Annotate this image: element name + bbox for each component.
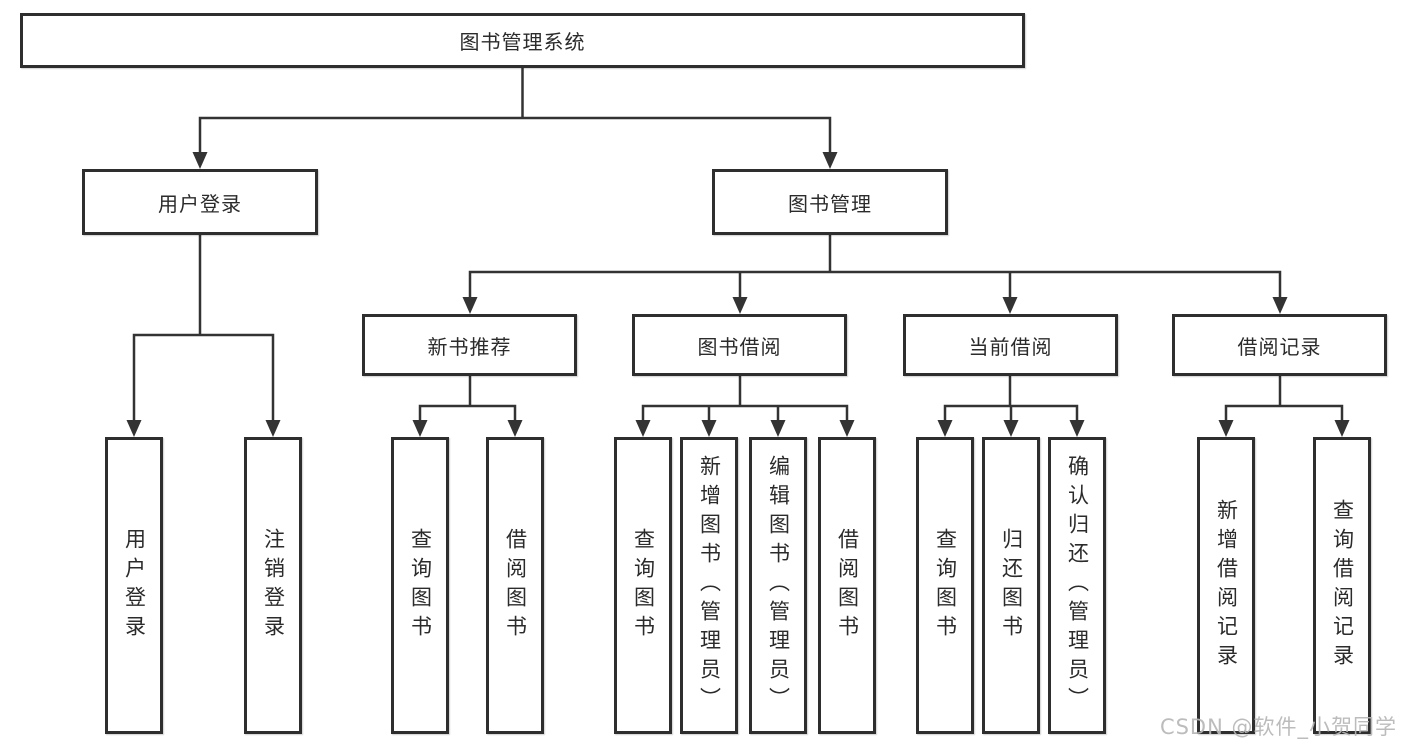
arrowhead	[1003, 420, 1019, 437]
arrowhead	[412, 420, 428, 437]
arrowhead	[1272, 297, 1288, 314]
node-user-login: 用户登录	[82, 169, 318, 235]
connector-borrowing-records-to-leaves	[1218, 376, 1350, 437]
arrowhead	[701, 420, 717, 437]
node-label: 查询图书	[631, 527, 656, 644]
arrowhead	[937, 420, 953, 437]
leaf-edit-book-admin: 编辑图书（管理员）	[749, 437, 807, 734]
connector-bar	[418, 404, 517, 422]
connector-bar	[641, 404, 849, 422]
node-label: 确认归还（管理员）	[1065, 455, 1090, 716]
arrowhead	[507, 420, 523, 437]
node-book-borrowing: 图书借阅	[632, 314, 847, 376]
arrowhead	[1218, 420, 1234, 437]
node-label: 查询图书	[933, 527, 958, 644]
node-label: 用户登录	[158, 191, 242, 216]
leaf-borrow-books-borrowing: 借阅图书	[818, 437, 876, 734]
node-new-book-recommend: 新书推荐	[362, 314, 577, 376]
leaf-add-book-admin: 新增图书（管理员）	[680, 437, 738, 734]
node-label: 编辑图书（管理员）	[766, 455, 791, 716]
arrowhead	[822, 152, 838, 169]
node-label: 借阅图书	[503, 527, 528, 644]
leaf-query-borrow-record: 查询借阅记录	[1313, 437, 1371, 734]
connector-book-borrowing-to-leaves	[635, 376, 855, 437]
arrowhead	[635, 420, 651, 437]
arrowhead	[839, 420, 855, 437]
node-label: 当前借阅	[968, 334, 1053, 359]
arrowhead	[732, 297, 748, 314]
node-label: 查询图书	[408, 527, 433, 644]
arrowhead	[192, 152, 208, 169]
connector-new-book-recommend-to-leaves	[412, 376, 523, 437]
node-label: 图书管理	[788, 191, 872, 216]
node-current-borrowing: 当前借阅	[903, 314, 1118, 376]
arrowhead	[462, 297, 478, 314]
leaf-borrow-books-recommend: 借阅图书	[486, 437, 544, 734]
node-label: 归还图书	[999, 527, 1024, 644]
connector-user-login-to-leaves	[126, 235, 281, 437]
connector-book-management-to-level3	[462, 235, 1288, 314]
leaf-query-books-recommend: 查询图书	[391, 437, 449, 734]
arrowhead	[1069, 420, 1085, 437]
node-label: 借阅记录	[1237, 334, 1322, 359]
arrowhead	[265, 420, 281, 437]
node-label: 查询借阅记录	[1330, 498, 1355, 673]
leaf-return-books: 归还图书	[982, 437, 1040, 734]
leaf-add-borrow-record: 新增借阅记录	[1197, 437, 1255, 734]
csdn-watermark: CSDN @软件_小贺同学	[1159, 715, 1397, 739]
node-label: 新增借阅记录	[1214, 498, 1239, 673]
node-label: 新书推荐	[427, 334, 512, 359]
node-label: 新增图书（管理员）	[697, 455, 722, 716]
arrowhead	[1002, 297, 1018, 314]
node-book-management: 图书管理	[712, 169, 948, 235]
arrowhead	[126, 420, 142, 437]
leaf-user-login: 用户登录	[105, 437, 163, 734]
arrowhead	[1334, 420, 1350, 437]
node-label: 用户登录	[122, 527, 147, 644]
node-library-system: 图书管理系统	[20, 13, 1025, 68]
leaf-logout-login: 注销登录	[244, 437, 302, 734]
connector-bar	[132, 333, 275, 422]
connector-bar	[198, 116, 832, 154]
node-label: 图书管理系统	[459, 30, 586, 54]
connector-root-to-level2	[192, 68, 838, 169]
leaf-query-books-current: 查询图书	[916, 437, 974, 734]
arrowhead	[770, 420, 786, 437]
connector-current-borrowing-to-leaves	[937, 376, 1085, 437]
connector-bar	[468, 270, 1282, 299]
node-label: 注销登录	[261, 527, 286, 644]
leaf-query-books-borrowing: 查询图书	[614, 437, 672, 734]
node-label: 图书借阅	[697, 334, 782, 359]
connector-bar	[1224, 404, 1344, 422]
leaf-confirm-return-admin: 确认归还（管理员）	[1048, 437, 1106, 734]
node-label: 借阅图书	[835, 527, 860, 644]
node-borrowing-records: 借阅记录	[1172, 314, 1387, 376]
